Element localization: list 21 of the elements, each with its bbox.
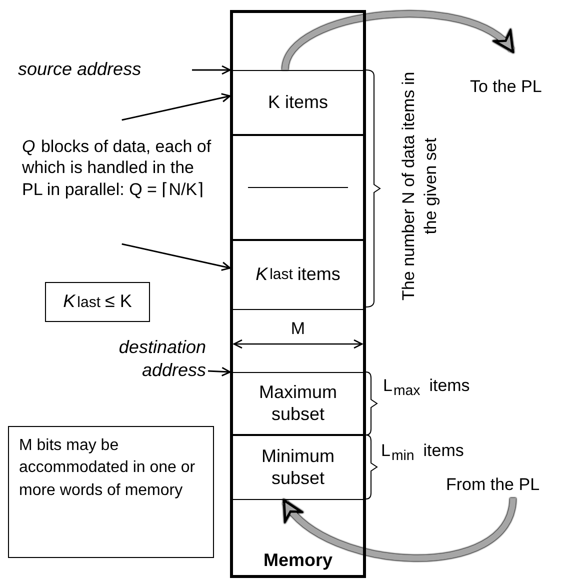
memory-cell: Maximum subset xyxy=(233,372,363,435)
arrow xyxy=(122,93,231,121)
arrow xyxy=(192,65,231,75)
source-label: From the PL xyxy=(446,474,580,498)
brace-label: The number N of data items in the given set xyxy=(398,71,441,302)
memory-label: Memory xyxy=(262,550,334,571)
arrow xyxy=(208,366,231,376)
size-label: L$_{min}$ items xyxy=(381,440,464,466)
address-label: destination address xyxy=(66,336,206,386)
size-label: L$_{max}$ items xyxy=(383,375,470,402)
dimension-label: M xyxy=(290,318,306,340)
destination-label: To the PL xyxy=(470,76,580,100)
curved-arrow xyxy=(282,497,516,562)
address-label: source address xyxy=(18,58,188,82)
memory-cell: K items xyxy=(233,70,363,135)
note-text: Q blocks of data, each of which is handled in the PL in parallel: Q = ⌈N/K⌉ xyxy=(22,136,214,236)
memory-column xyxy=(230,10,366,578)
arrow xyxy=(122,243,231,271)
memory-cell xyxy=(233,135,363,240)
memory-cell: Minimum subset xyxy=(233,435,363,500)
note-box: M bits may be accommodated in one or more words of memory xyxy=(8,426,214,558)
